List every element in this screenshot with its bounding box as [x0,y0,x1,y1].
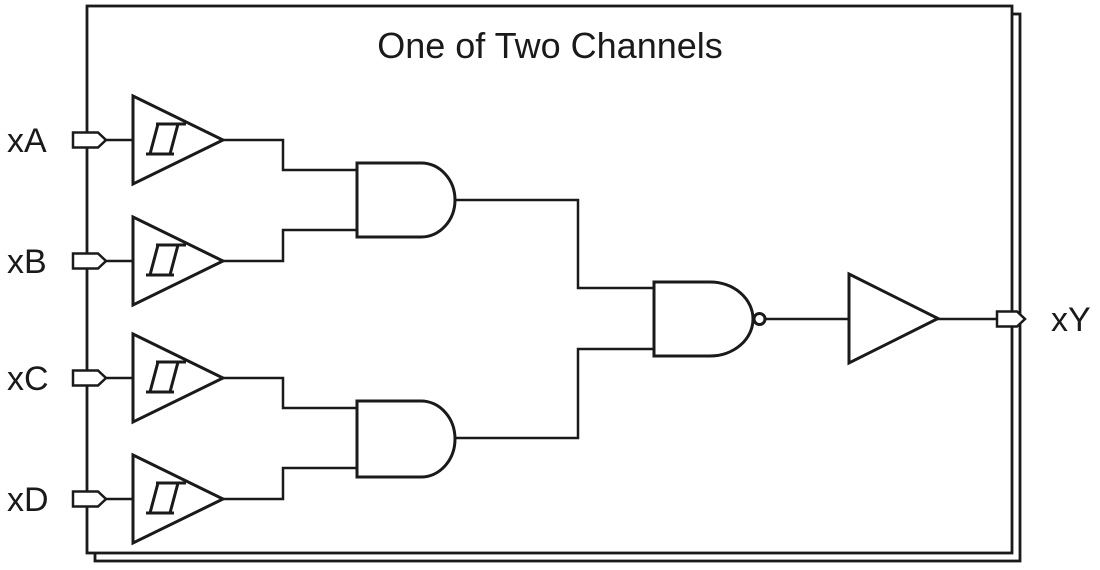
hysteresis-icon [146,481,186,515]
nand-body [652,280,755,358]
input-pin-xb [71,252,108,270]
wire-and1-to-nand [455,198,654,290]
schmitt-buffer-xa [131,93,227,187]
inversion-bubble-icon [752,312,767,326]
output-buffer [847,271,942,366]
schmitt-buffer-xd [131,452,227,546]
nand-gate [652,280,767,358]
input-label-xa: xA [7,122,47,160]
input-label-xc: xC [7,360,49,398]
schmitt-buffer-xc [131,331,227,425]
wire-xa-to-and1 [223,138,357,172]
buffer-triangle [131,214,227,308]
input-pin-xd [71,490,108,508]
output-pin-xy [995,310,1027,328]
hysteresis-icon [146,360,186,394]
wire-xb-to-and1 [223,228,357,263]
wire-xd-to-and2 [223,466,357,501]
and-gate-2 [355,399,457,479]
wire-and2-to-nand [455,347,654,440]
channel-box [85,4,1014,555]
buffer-triangle [131,452,227,546]
wire-xc-to-and2 [223,376,357,410]
schmitt-buffer-xb [131,214,227,308]
input-label-xb: xB [7,243,47,281]
input-label-xd: xD [7,481,49,519]
and-gate-1 [355,161,457,239]
hysteresis-icon [146,243,186,277]
wires [106,138,1000,501]
buffer-triangle [131,331,227,425]
buffer-triangle [131,93,227,187]
input-pin-xc [71,369,108,387]
input-pin-xa [71,131,108,149]
diagram-title: One of Two Channels [377,25,723,66]
output-label-xy: xY [1051,301,1091,339]
hysteresis-icon [146,122,186,156]
